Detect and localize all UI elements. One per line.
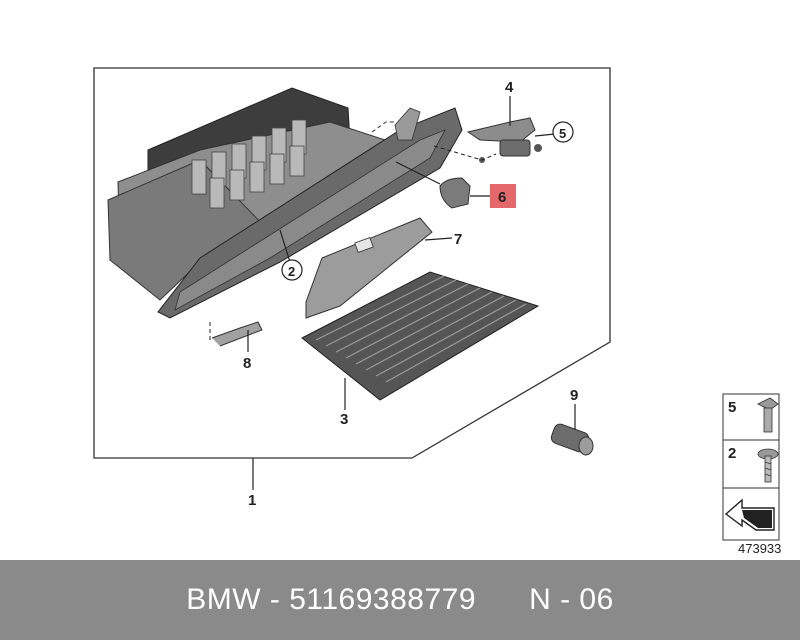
- footer-gap: [476, 583, 529, 617]
- legend-panel: 5 2 473933: [722, 393, 781, 556]
- callout-9: 9: [570, 387, 578, 404]
- legend-item-5: 5: [728, 399, 736, 416]
- footer-bar: BMW - 51169388779 N - 06: [0, 560, 800, 640]
- callout-4: 4: [505, 79, 514, 96]
- footer-separator: -: [261, 583, 290, 616]
- parts-diagram: 1 2 3 4 5 6 7 8 9 5 2 473933: [93, 67, 781, 556]
- callout-6: 6: [498, 189, 506, 206]
- footer-brand: BMW: [186, 583, 262, 616]
- callout-8: 8: [243, 355, 251, 372]
- section-arrow-icon: [724, 498, 775, 531]
- legend-item-2: 2: [728, 445, 736, 462]
- callout-2-circle: [281, 259, 303, 281]
- screw-washer-icon: [757, 448, 779, 483]
- callout-5: 5: [559, 126, 566, 141]
- liner-mat-part: [301, 271, 540, 401]
- callout-3: 3: [340, 411, 348, 428]
- callout-7: 7: [454, 231, 462, 248]
- glove-box-housing: [107, 87, 463, 319]
- callout-5-circle: [552, 121, 574, 143]
- latch-damper-part: [466, 117, 542, 163]
- footer-page-code: N - 06: [529, 583, 614, 616]
- callout-2: 2: [288, 264, 295, 279]
- callout-1: 1: [248, 492, 256, 509]
- support-rod-part: [211, 321, 263, 347]
- callout-6-highlight: [490, 184, 516, 208]
- bumper-part: [439, 177, 471, 209]
- assembly-frame: [93, 67, 611, 459]
- clip-rivet-icon: [757, 397, 779, 433]
- leader-lines: [247, 96, 576, 490]
- cover-panel-part: [305, 217, 433, 319]
- lock-cylinder-part: [550, 423, 594, 456]
- footer-part-number: 51169388779: [289, 583, 477, 616]
- reference-number: 473933: [738, 541, 781, 556]
